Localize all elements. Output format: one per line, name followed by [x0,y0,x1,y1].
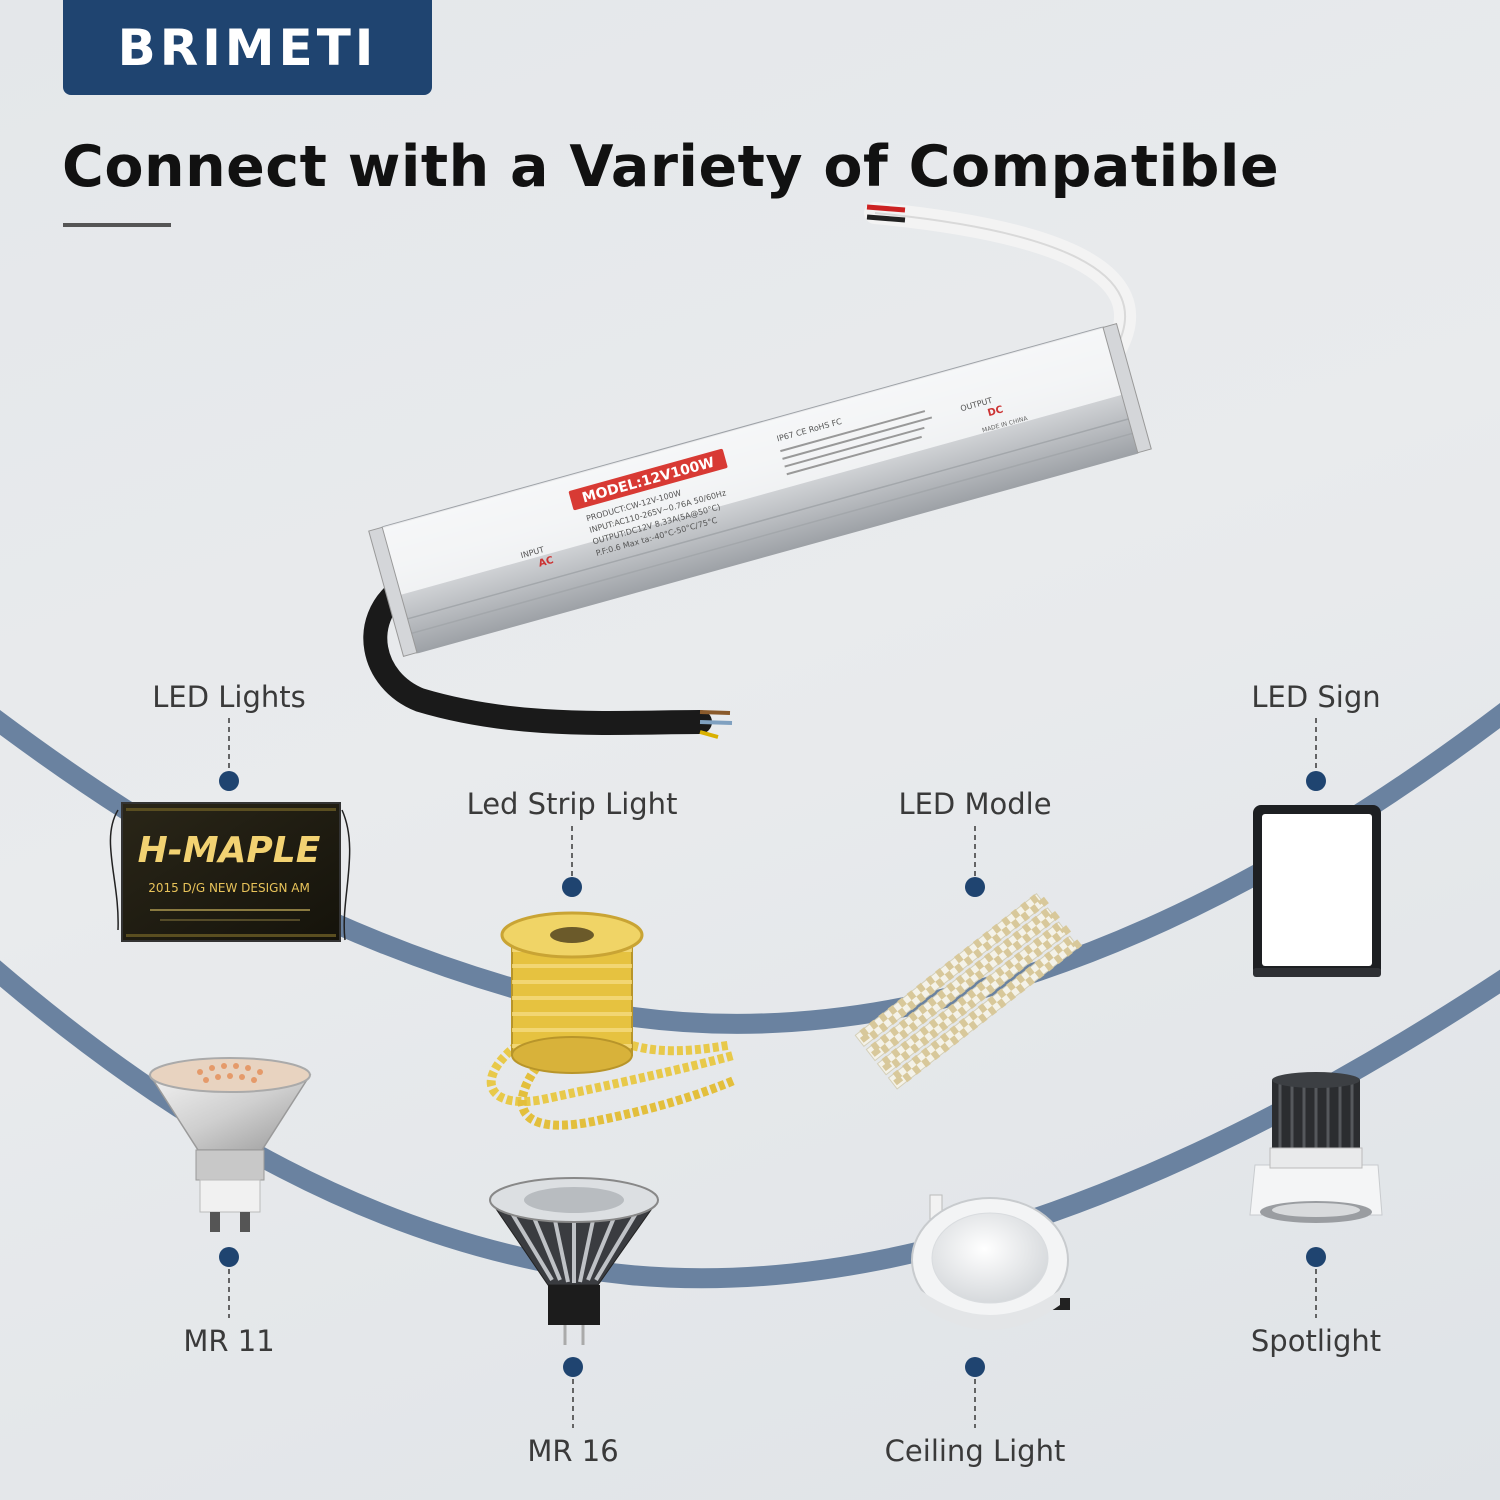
svg-text:AC: AC [537,555,554,570]
label-led-modle: LED Modle [898,787,1052,821]
label-led-lights: LED Lights [152,680,306,714]
label-led-strip-light: Led Strip Light [466,787,678,821]
led-sign-board: H-MAPLE 2015 D/G NEW DESIGN AM [109,802,351,942]
power-driver: MODEL:12V100W PRODUCT:CW-12V-100W INPUT:… [363,202,1152,739]
page-title: Connect with a Variety of Compatible [62,134,1280,200]
label-ceiling-light: Ceiling Light [884,1434,1066,1468]
brand-logo: BRIMETI [63,0,432,95]
label-led-sign: LED Sign [1251,680,1381,714]
title-underline [63,223,171,227]
leader-dots [219,771,1326,1377]
led-module-strips [854,890,1083,1090]
mr16-bulb [489,1177,659,1345]
svg-text:H-MAPLE: H-MAPLE [138,830,321,871]
leader-lines [228,718,1317,1428]
svg-text:2015 D/G NEW DESIGN AM: 2015 D/G NEW DESIGN AM [148,881,310,895]
mr11-bulb [148,1057,312,1232]
led-strip-reel [486,911,737,1130]
spotlight [1249,1072,1383,1223]
label-spotlight: Spotlight [1250,1324,1382,1358]
label-mr16: MR 16 [527,1434,619,1468]
svg-text:DC: DC [986,404,1004,419]
brand-logo-text: BRIMETI [117,18,378,77]
label-mr11: MR 11 [183,1324,275,1358]
led-sign-panel [1253,805,1381,977]
ceiling-light [911,1194,1070,1330]
